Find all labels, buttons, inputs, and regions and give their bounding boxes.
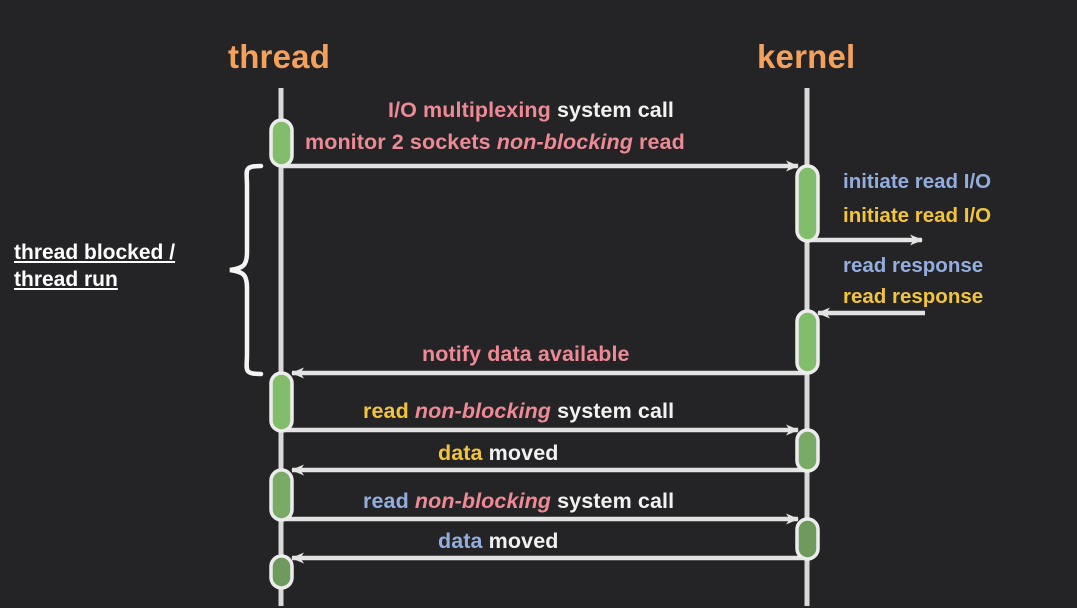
brace-thread-blocked xyxy=(229,163,264,377)
msg-seg-read-blue: read xyxy=(363,489,415,513)
msg-seg-system-call-3: system call xyxy=(551,489,675,513)
message-read-nonblocking-1: read non-blocking system call xyxy=(363,399,675,423)
message-data-moved-2: data moved xyxy=(438,529,559,553)
note-line-1: thread blocked / xyxy=(14,241,176,264)
msg-seg-moved-1: moved xyxy=(482,441,559,465)
activation-kernel-3 xyxy=(795,428,820,473)
activation-thread-1 xyxy=(269,118,294,168)
msg-seg-read: read xyxy=(632,130,685,154)
note-line-2: thread run xyxy=(14,267,118,291)
note-thread-blocked-run: thread blocked / thread run xyxy=(14,240,175,294)
actor-title-kernel: kernel xyxy=(757,38,856,75)
msg-seg-read-yellow: read xyxy=(363,399,415,423)
note-initiate-read-io-yellow: initiate read I/O xyxy=(843,204,992,227)
note-initiate-read-io-blue: initiate read I/O xyxy=(843,170,992,193)
msg-seg-system-call-2: system call xyxy=(551,399,675,423)
msg-seg-data-blue: data xyxy=(438,529,483,553)
message-io-multiplexing-line2: monitor 2 sockets non-blocking read xyxy=(305,130,685,154)
msg-seg-system-call: system call xyxy=(550,98,674,122)
note-read-response-yellow: read response xyxy=(843,285,984,308)
msg-seg-io-multiplexing: I/O multiplexing xyxy=(388,98,551,122)
activation-thread-4 xyxy=(269,554,294,590)
activation-thread-2 xyxy=(269,371,294,433)
message-io-multiplexing-line1: I/O multiplexing system call xyxy=(388,98,674,122)
activation-kernel-1 xyxy=(795,164,820,243)
actor-title-thread: thread xyxy=(228,38,331,75)
activation-kernel-4 xyxy=(795,517,820,561)
activation-thread-3 xyxy=(269,468,294,522)
note-read-response-blue: read response xyxy=(843,254,984,277)
msg-seg-non-blocking: non-blocking xyxy=(496,130,633,154)
msg-seg-non-blocking-3: non-blocking xyxy=(414,489,552,513)
msg-seg-monitor-2-sockets: monitor 2 sockets xyxy=(305,130,497,154)
msg-seg-non-blocking-2: non-blocking xyxy=(414,399,552,423)
activation-kernel-2 xyxy=(795,309,820,375)
msg-seg-moved-2: moved xyxy=(482,529,559,553)
message-read-nonblocking-2: read non-blocking system call xyxy=(363,489,675,513)
message-data-moved-1: data moved xyxy=(438,441,559,465)
message-notify-data-available: notify data available xyxy=(422,342,630,366)
msg-seg-data-yellow: data xyxy=(438,441,483,465)
